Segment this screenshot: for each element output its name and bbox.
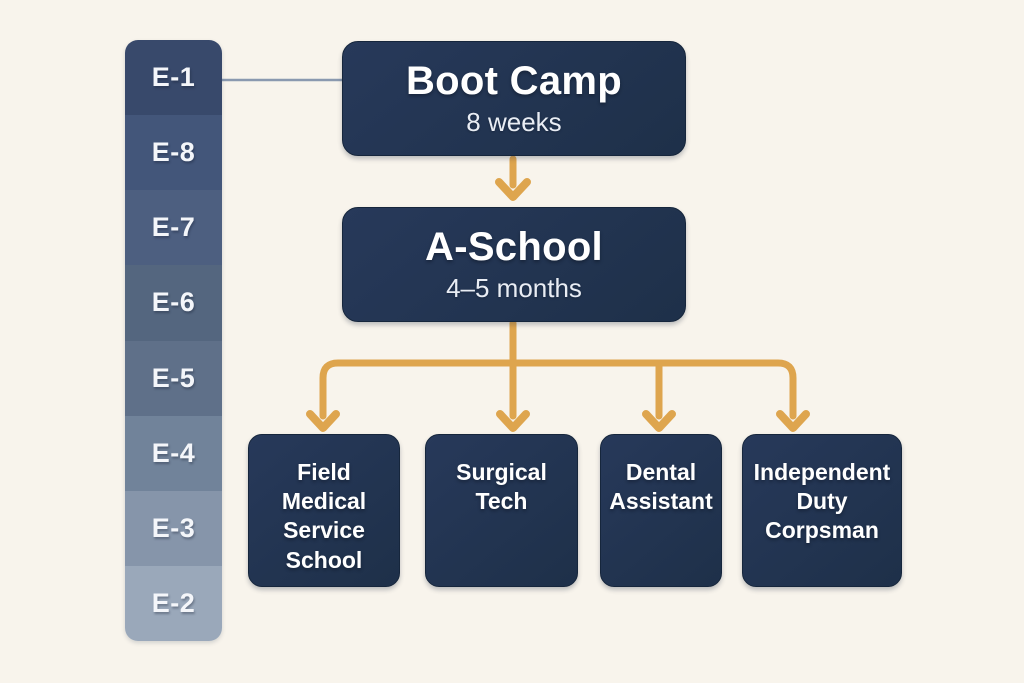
specialty-label: Surgical Tech <box>456 459 547 515</box>
rank-label: E-7 <box>151 212 196 243</box>
rank-cell-e1: E-1 <box>125 40 222 116</box>
bootcamp-duration: 8 weeks <box>466 107 562 137</box>
rank-label: E-2 <box>151 587 196 618</box>
rank-label: E-3 <box>151 512 196 543</box>
rank-label: E-8 <box>151 137 196 168</box>
rank-label: E-4 <box>151 437 196 468</box>
rank-label: E-6 <box>151 287 196 318</box>
aschool-box: A-School 4–5 months <box>342 207 686 322</box>
specialty-label: Independent Duty Corpsman <box>753 459 891 544</box>
bootcamp-box: Boot Camp 8 weeks <box>342 41 686 156</box>
aschool-duration: 4–5 months <box>446 273 582 303</box>
specialty-box-field-medical-service-school: Field Medical Service School <box>248 434 400 587</box>
aschool-title: A-School <box>425 225 603 269</box>
rank-cell-e5: E-5 <box>125 340 222 416</box>
rank-cell-e2: E-2 <box>125 565 222 641</box>
specialty-box-independent-duty-corpsman: Independent Duty Corpsman <box>742 434 902 587</box>
rank-cell-e3: E-3 <box>125 490 222 566</box>
aschool-branch-arrows <box>306 319 810 432</box>
arrowhead-icon <box>306 410 340 432</box>
rank-ladder: E-1 E-8 E-7 E-6 E-5 E-4 E-3 E-2 <box>125 40 222 641</box>
specialty-box-dental-assistant: Dental Assistant <box>600 434 722 587</box>
specialty-label: Dental Assistant <box>609 459 713 515</box>
specialty-label: Field Medical Service School <box>281 459 367 573</box>
rank-cell-e4: E-4 <box>125 415 222 491</box>
rank-cell-e7: E-7 <box>125 190 222 266</box>
rank-label: E-5 <box>151 362 196 393</box>
bootcamp-title: Boot Camp <box>405 59 623 103</box>
specialty-box-surgical-tech: Surgical Tech <box>425 434 578 587</box>
arrowhead-icon <box>776 410 810 432</box>
rank-cell-e8: E-8 <box>125 115 222 191</box>
arrowhead-icon <box>496 410 530 432</box>
rank-label: E-1 <box>151 62 196 93</box>
bootcamp-to-aschool-arrow <box>495 155 531 201</box>
rank-cell-e6: E-6 <box>125 265 222 341</box>
arrowhead-icon <box>642 410 676 432</box>
